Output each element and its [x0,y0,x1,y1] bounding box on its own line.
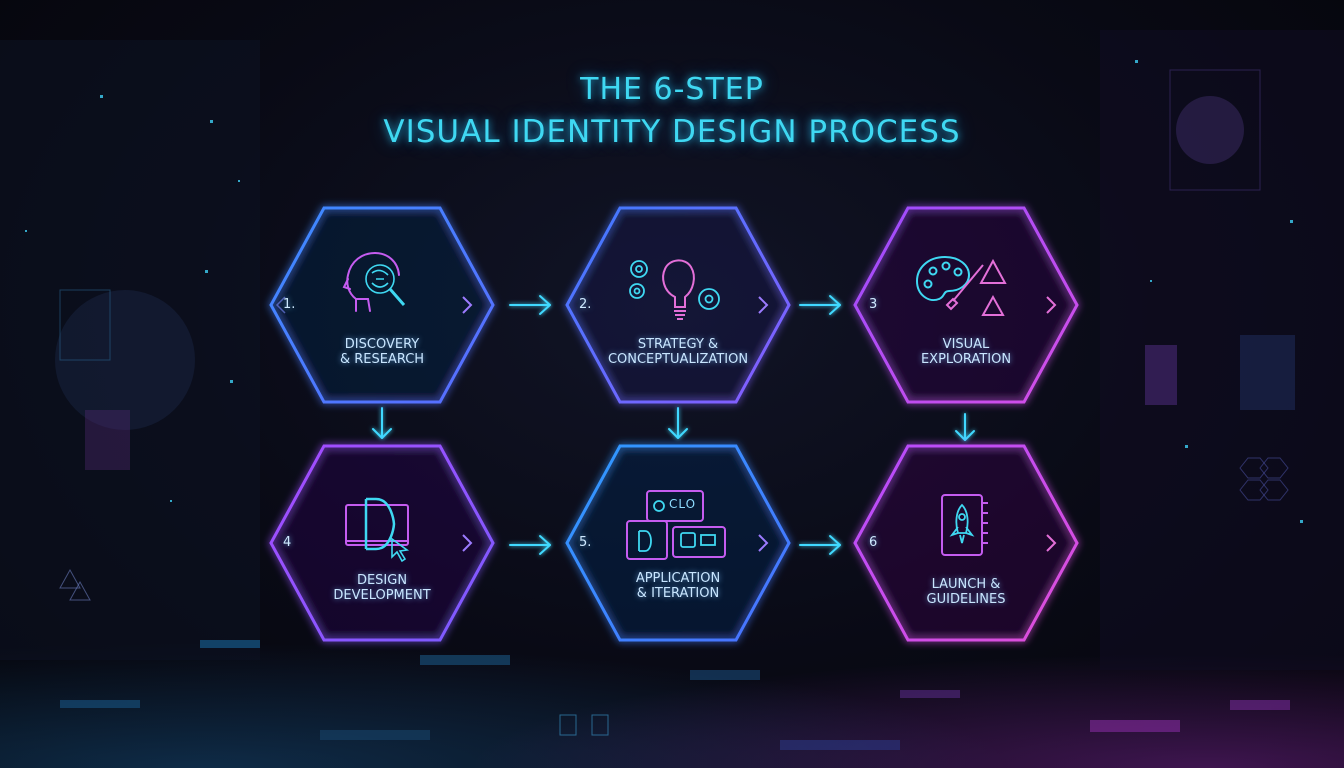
mockup-logo-text: CLO [669,497,697,511]
step-5-label-line-1: APPLICATION [635,571,721,586]
step-4-number: 4 [283,535,292,550]
step-6-label-line-1: LAUNCH & [931,577,1001,592]
step-1-hexagon: 1. DISCOVERY & RESEARCH [267,205,497,405]
step-2-label-line-2: CONCEPTUALIZATION [607,352,749,367]
mockups-icon: CLO [626,489,727,569]
step-3-hexagon: 3 VISUAL EXPLORATION [851,205,1081,405]
arrow-2-to-3 [799,295,841,315]
title-line-2: VISUAL IDENTITY DESIGN PROCESS [383,114,961,150]
step-2-label: STRATEGY & CONCEPTUALIZATION [598,337,758,367]
step-6-label: LAUNCH & GUIDELINES [886,577,1046,607]
step-1-number: 1. [283,297,296,312]
arrow-1-to-2 [509,295,551,315]
step-6-label-line-2: GUIDELINES [926,592,1006,607]
step-4-hexagon: 4 DESIGN DEVELOPMENT [267,443,497,643]
step-5-label-line-2: & ITERATION [636,586,720,601]
step-2-label-line-1: STRATEGY & [637,337,719,352]
step-6-number: 6 [869,535,878,550]
step-3-label-line-1: VISUAL [942,337,990,352]
step-4-label-line-2: DEVELOPMENT [333,588,431,603]
arrow-1-to-4 [372,407,392,439]
step-3-label-line-2: EXPLORATION [920,352,1012,367]
step-1-label-line-1: DISCOVERY [344,337,420,352]
step-2-number: 2. [579,297,592,312]
step-2-hexagon: 2. STRATEGY & CONCEPTUALIZATION [563,205,793,405]
step-4-label: DESIGN DEVELOPMENT [302,573,462,603]
step-5-number: 5. [579,535,592,550]
logo-cursor-icon [345,497,410,563]
step-6-hexagon: 6 LAUNCH & GUIDELINES [851,443,1081,643]
step-5-hexagon: 5. CLO APPLICATION & ITERATION [563,443,793,643]
step-1-label-line-2: & RESEARCH [339,352,425,367]
step-3-label: VISUAL EXPLORATION [886,337,1046,367]
step-5-label: APPLICATION & ITERATION [598,571,758,601]
lightbulb-gears-icon [629,259,720,320]
arrow-3-to-6 [955,413,975,441]
palette-brush-icon [915,255,1007,316]
title-line-1: THE 6-STEP [580,72,764,107]
arrow-4-to-5 [509,535,551,555]
step-3-number: 3 [869,297,878,312]
step-1-label: DISCOVERY & RESEARCH [302,337,462,367]
arrow-2-to-5 [668,407,688,439]
head-magnifier-icon [342,251,406,312]
arrow-5-to-6 [799,535,841,555]
rocket-guidebook-icon [941,494,988,556]
step-4-label-line-1: DESIGN [356,573,408,588]
